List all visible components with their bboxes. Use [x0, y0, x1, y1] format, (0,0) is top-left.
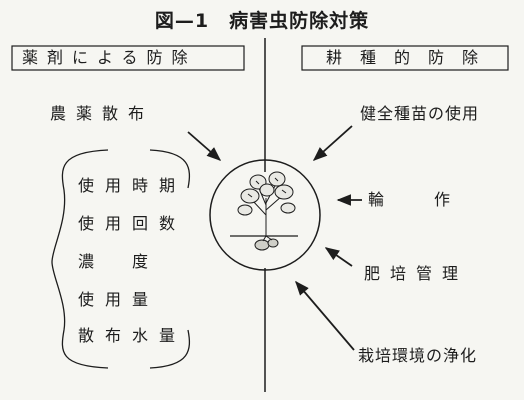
left-heading-box: [11, 45, 245, 71]
arrow-healthy-seedlings: [312, 125, 353, 161]
left-heading: 薬剤による防除: [22, 48, 197, 67]
arrow-fertilizer: [324, 247, 353, 267]
environment-sanitation: 栽培環境の浄化: [358, 346, 478, 365]
center-circle: [209, 159, 321, 271]
right-heading: 耕種的防除: [326, 48, 497, 67]
items-brace-right-bottom: [149, 329, 191, 369]
sub-item-water-volume: 散布水量: [78, 326, 187, 345]
sub-item-amount: 使用量: [78, 290, 160, 309]
sub-item-frequency: 使用回数: [78, 214, 187, 233]
right-heading-box: [301, 45, 509, 71]
arrow-environment: [295, 280, 355, 351]
items-brace: [51, 149, 109, 369]
pesticide-spraying: 農薬散布: [50, 104, 155, 123]
sub-item-concentration: 濃 度: [78, 252, 160, 271]
diagram-title: 図—1 病害虫防除対策: [154, 10, 370, 32]
sub-item-timing: 使用時期: [78, 176, 187, 195]
potato-plant-icon: [237, 171, 296, 251]
healthy-seedlings: 健全種苗の使用: [360, 104, 480, 123]
items-brace-right: [149, 149, 191, 189]
crop-rotation: 輪 作: [368, 190, 457, 209]
fertilizer-management: 肥培管理: [364, 264, 469, 283]
arrow-pesticide: [187, 131, 222, 161]
